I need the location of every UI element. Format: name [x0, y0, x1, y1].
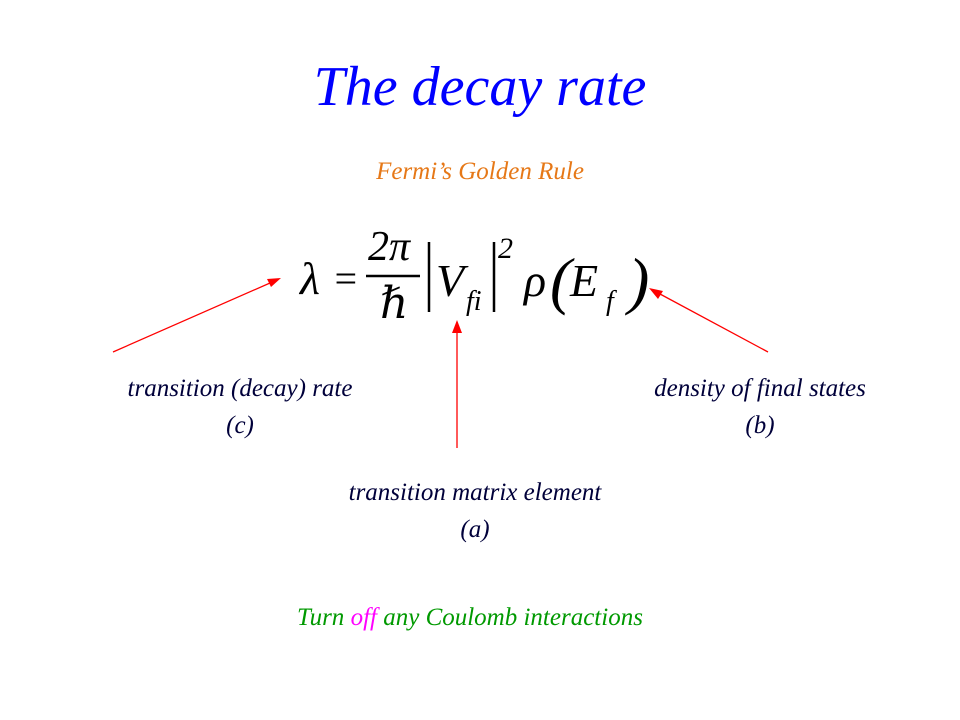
formula-rho: ρ — [522, 255, 546, 306]
fermi-golden-rule-formula: λ = 2π ℏ V fi 2 ρ ( E f ) — [298, 224, 649, 328]
formula-denominator: ℏ — [380, 279, 408, 328]
formula-exponent: 2 — [498, 232, 513, 265]
arrow-b — [649, 288, 769, 353]
formula-equals: = — [332, 256, 359, 301]
arrow-a — [452, 320, 462, 448]
label-transition-rate: transition (decay) rate — [127, 375, 353, 402]
formula-numerator: 2π — [368, 224, 411, 270]
formula-e-subscript: f — [606, 286, 617, 317]
note-highlight: off — [350, 604, 377, 631]
formula-lambda: λ — [298, 253, 320, 304]
slide-subtitle: Fermi’s Golden Rule — [376, 158, 584, 185]
formula-e: E — [569, 255, 598, 306]
formula-v: V — [436, 255, 469, 306]
label-tag-c: (c) — [226, 412, 254, 439]
coulomb-note: Turn off any Coulomb interactions — [0, 602, 940, 634]
label-density-of-final-states: density of final states — [654, 375, 866, 402]
note-after: any Coulomb interactions — [376, 604, 643, 631]
label-transition-matrix-element: transition matrix element — [348, 479, 602, 506]
formula-v-subscript: fi — [466, 286, 482, 317]
formula-close-paren: ) — [624, 245, 649, 316]
arrow-c — [112, 278, 281, 353]
label-tag-a: (a) — [460, 516, 490, 543]
label-tag-b: (b) — [745, 412, 775, 439]
formula-open-paren: ( — [550, 245, 575, 316]
note-before: Turn — [297, 604, 351, 631]
slide-title: The decay rate — [313, 56, 647, 118]
